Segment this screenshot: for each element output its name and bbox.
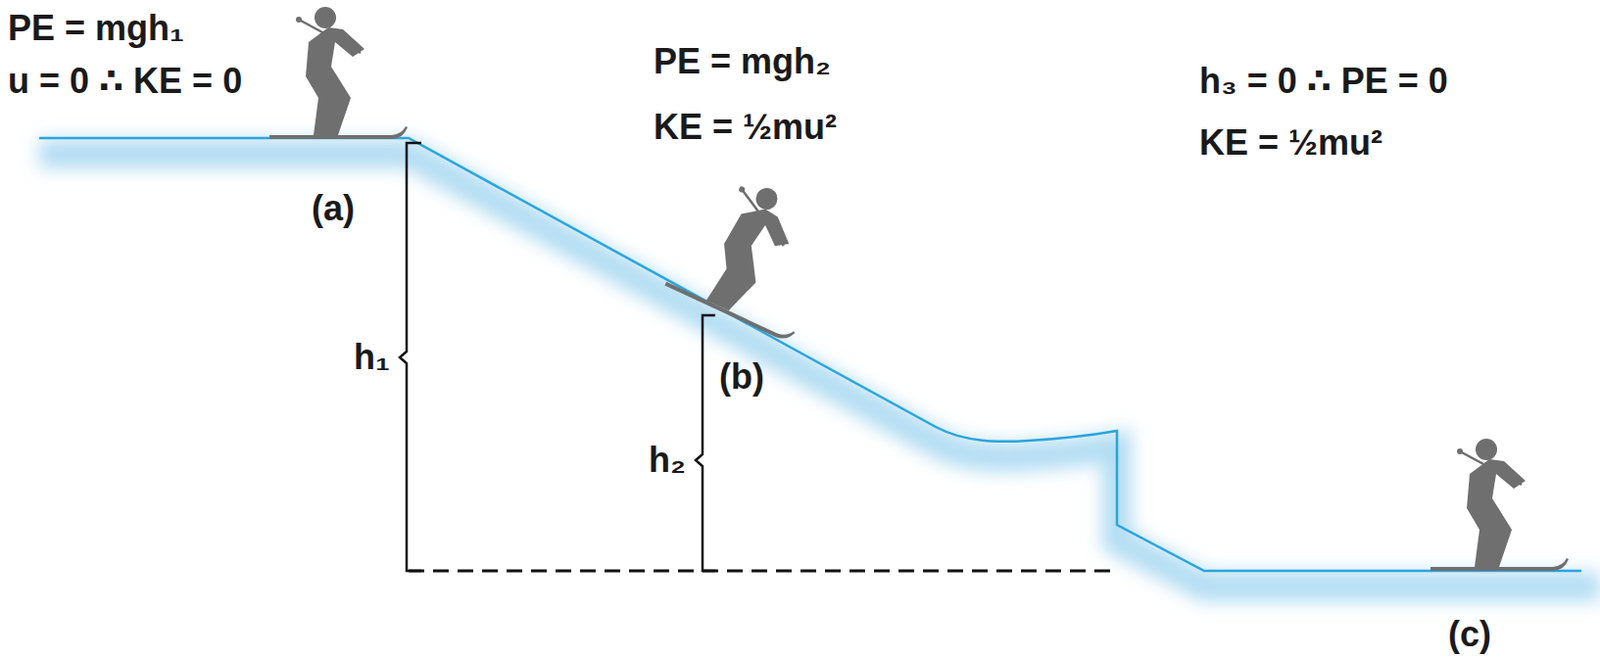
slope-profile bbox=[39, 138, 1582, 572]
label-holder: u = 0 ∴ KE = 0 bbox=[7, 61, 243, 101]
reference-line bbox=[408, 570, 1113, 574]
height-bracket bbox=[695, 315, 716, 572]
label-holder: (a) bbox=[311, 189, 355, 229]
equation-label: (a) bbox=[311, 189, 355, 229]
label-holder: h₁ bbox=[353, 338, 390, 378]
label-holder: (b) bbox=[719, 357, 765, 397]
label-holder: (c) bbox=[1448, 615, 1492, 655]
equation-label: h₁ bbox=[353, 338, 390, 378]
skier-figure bbox=[664, 165, 846, 344]
equation-label: h₃ = 0 ∴ PE = 0 bbox=[1199, 61, 1449, 101]
label-holder: PE = mgh₂ bbox=[653, 42, 831, 82]
label-holder: PE = mgh₁ bbox=[7, 8, 185, 49]
equation-label: (b) bbox=[719, 357, 765, 397]
equation-label: u = 0 ∴ KE = 0 bbox=[7, 61, 243, 101]
skier-figure bbox=[1430, 438, 1569, 572]
equation-label: PE = mgh₁ bbox=[7, 8, 185, 49]
equation-label: KE = ½mu² bbox=[1199, 123, 1383, 163]
equation-label: KE = ½mu² bbox=[653, 107, 837, 147]
height-bracket bbox=[399, 143, 422, 572]
label-holder: KE = ½mu² bbox=[1199, 123, 1383, 163]
label-holder: h₃ = 0 ∴ PE = 0 bbox=[1199, 61, 1449, 101]
label-holder: h₂ bbox=[648, 440, 686, 481]
snow-shade bbox=[39, 153, 1600, 587]
equation-label: (c) bbox=[1448, 615, 1492, 655]
label-holder: KE = ½mu² bbox=[653, 107, 837, 147]
equation-label: PE = mgh₂ bbox=[653, 42, 831, 82]
skier-figure bbox=[269, 6, 408, 140]
equation-label: h₂ bbox=[648, 440, 686, 481]
